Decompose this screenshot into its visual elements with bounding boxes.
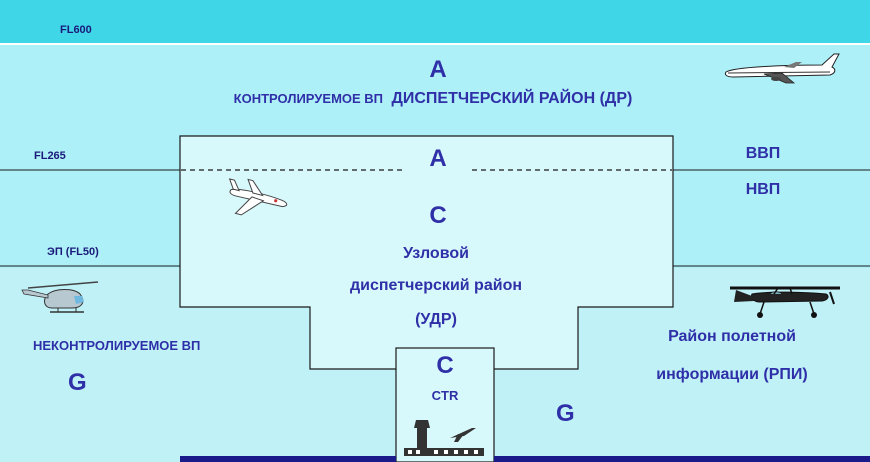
helicopter-icon bbox=[21, 281, 99, 313]
light-aircraft-icon bbox=[730, 286, 840, 318]
ctr-class: C bbox=[436, 352, 454, 379]
fir-label-line2: информации (РПИ) bbox=[656, 366, 808, 383]
tma-upper-class: A bbox=[429, 145, 447, 172]
business-jet-icon bbox=[228, 178, 288, 216]
upper-sky-band bbox=[0, 0, 870, 44]
controlled-area-title: КОНТРОЛИРУЕМОЕ ВП ДИСПЕТЧЕРСКИЙ РАЙОН (Д… bbox=[234, 91, 633, 107]
lower-airspace-label: НВП bbox=[745, 181, 781, 198]
ground-left bbox=[180, 456, 396, 462]
ground-right bbox=[494, 456, 870, 462]
fl265-label: FL265 bbox=[34, 150, 66, 162]
tma-boundary bbox=[179, 135, 674, 370]
fl600-label: FL600 bbox=[60, 24, 92, 36]
uncontrolled-class-right: G bbox=[556, 400, 575, 427]
tma-name-line3: (УДР) bbox=[415, 311, 457, 328]
upper-airspace-label: ВВП bbox=[745, 145, 781, 162]
airport-tower-icon bbox=[404, 420, 484, 456]
fir-label-line1: Район полетной bbox=[668, 328, 796, 345]
uncontrolled-class-left: G bbox=[68, 369, 87, 396]
controlled-prefix: КОНТРОЛИРУЕМОЕ ВП bbox=[233, 91, 384, 106]
airliner-icon bbox=[724, 53, 840, 84]
fl50-label: ЭП (FL50) bbox=[47, 246, 99, 258]
controlled-area-class: A bbox=[429, 56, 447, 83]
uncontrolled-airspace-label: НЕКОНТРОЛИРУЕМОЕ ВП bbox=[33, 338, 201, 353]
control-area-name: ДИСПЕТЧЕРСКИЙ РАЙОН (ДР) bbox=[391, 90, 633, 107]
ctr-label: CTR bbox=[431, 388, 459, 403]
ctr-boundary bbox=[395, 347, 495, 462]
tma-name-line2: диспетчерский район bbox=[349, 277, 523, 294]
tma-name-line1: Узловой bbox=[403, 245, 469, 262]
tma-class: C bbox=[429, 202, 447, 229]
